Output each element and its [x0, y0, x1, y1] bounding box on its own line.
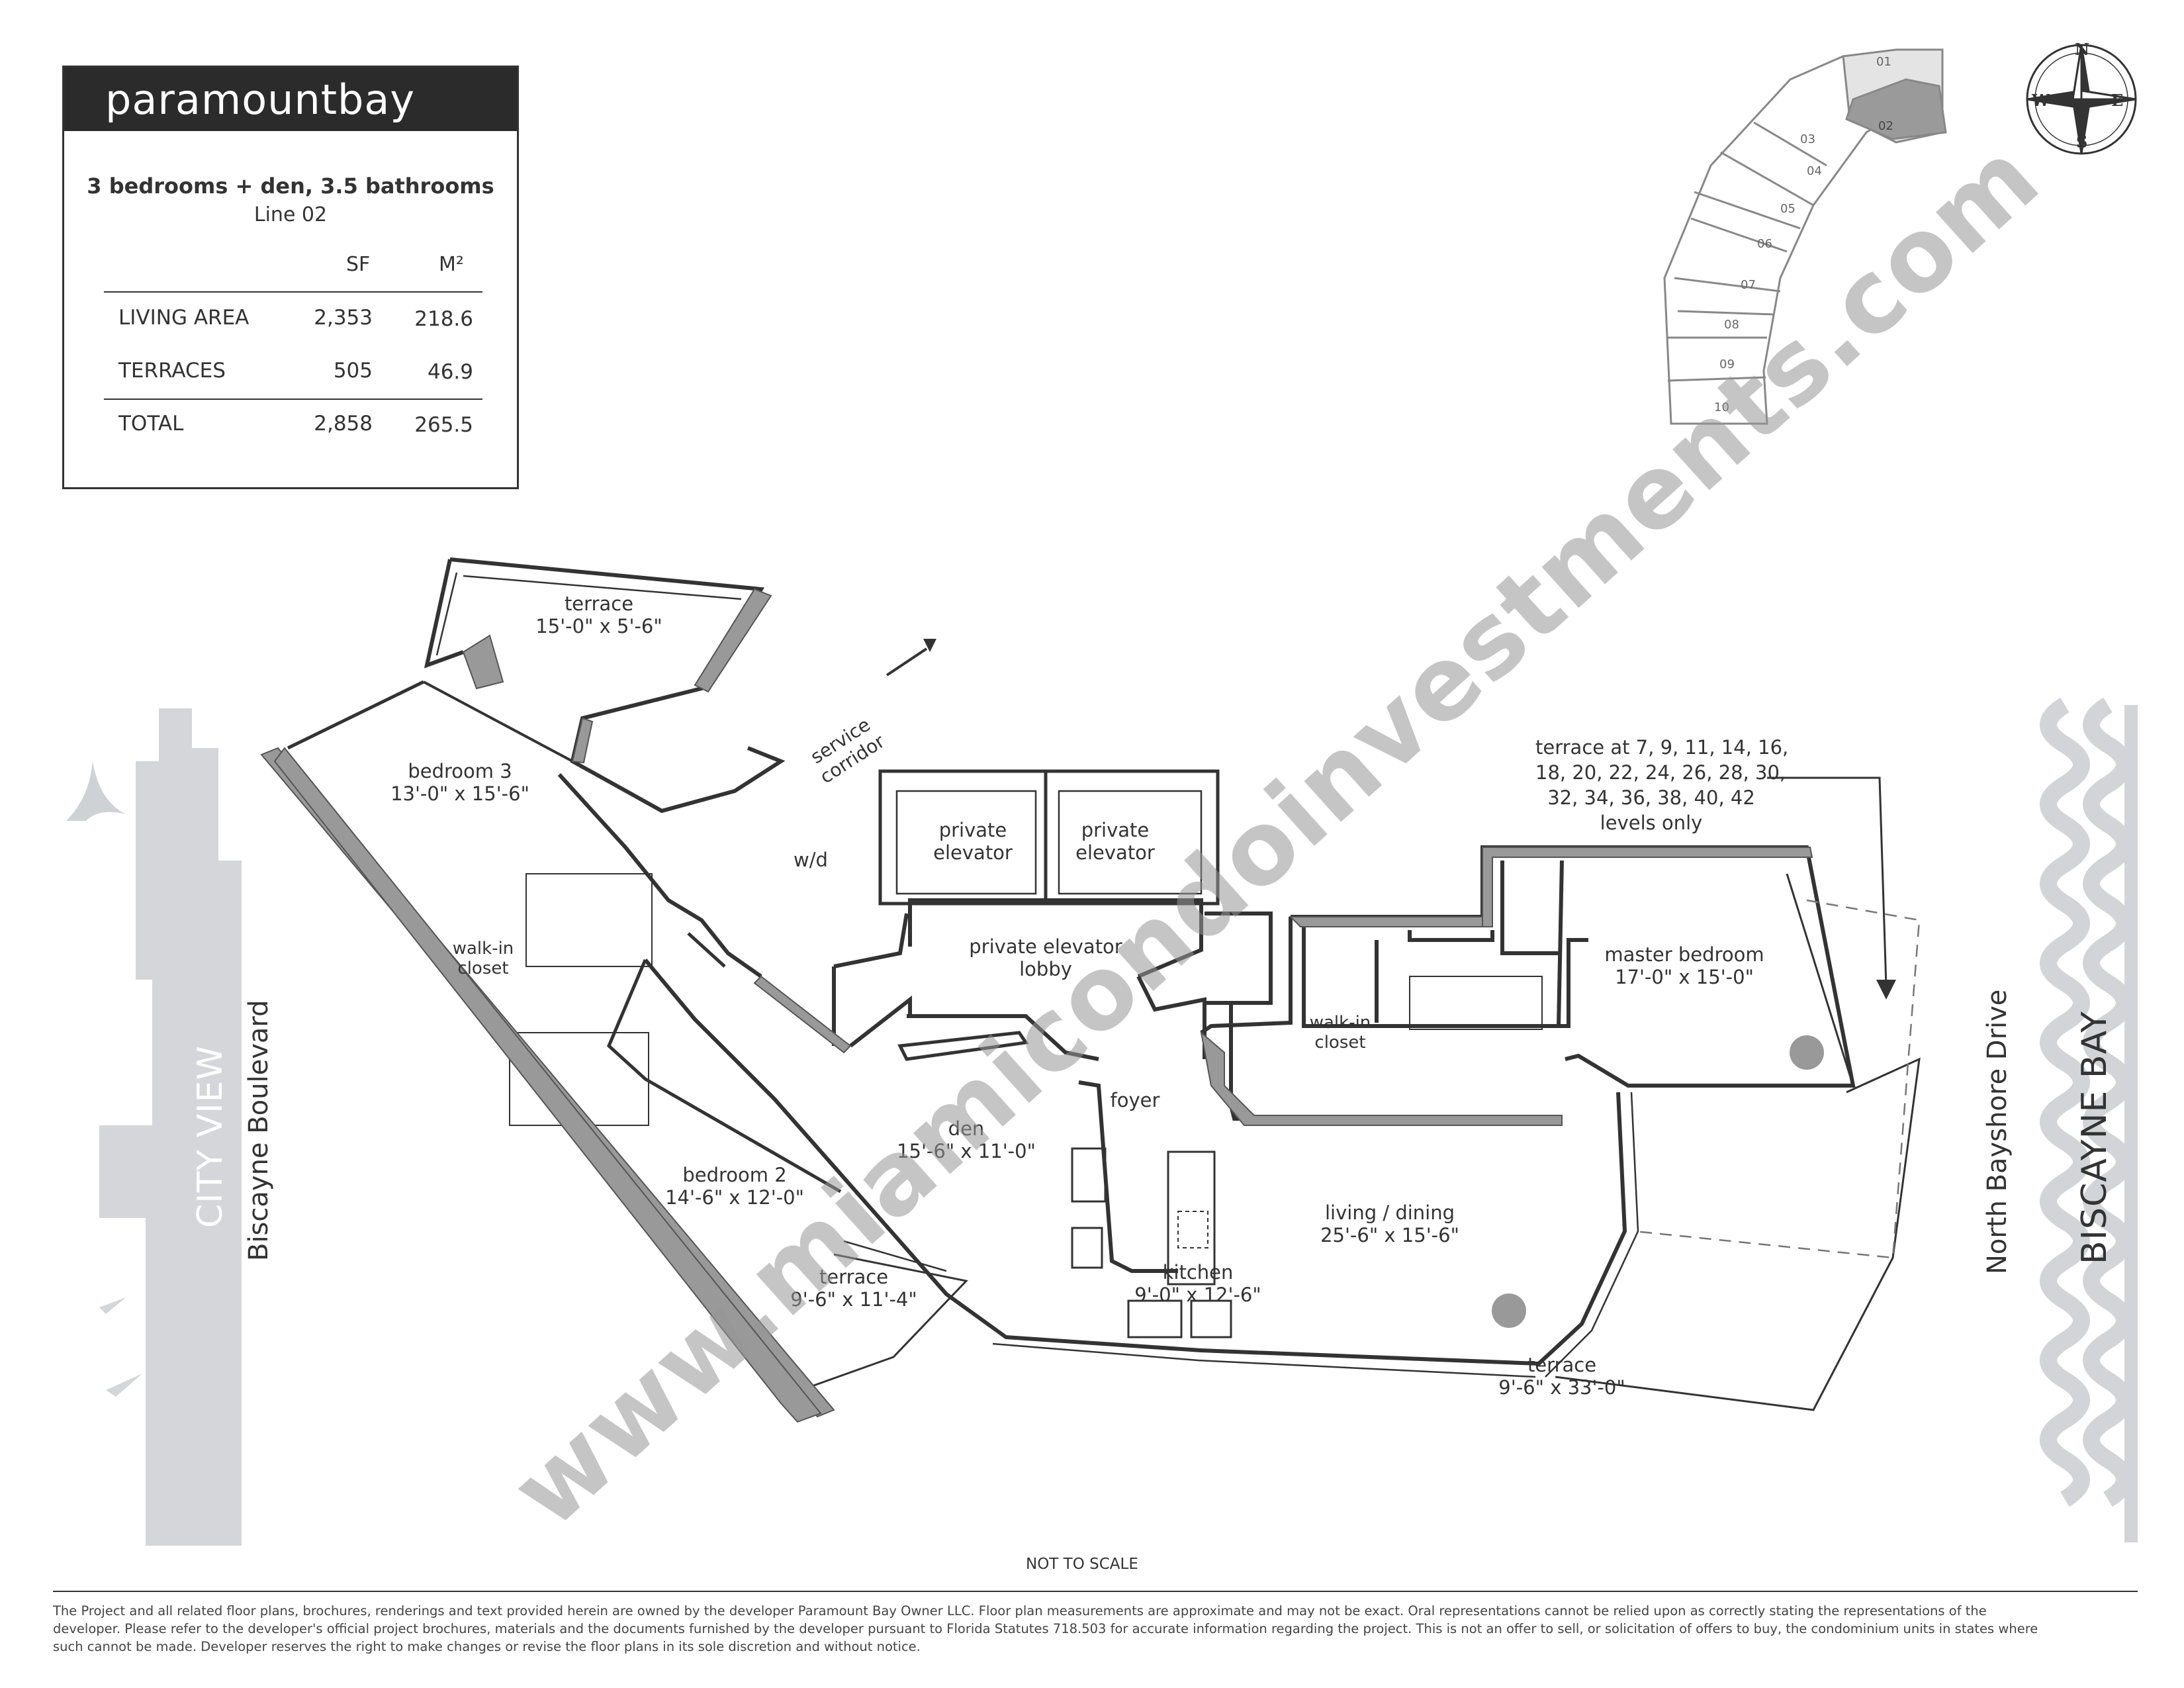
row-m2: 46.9	[427, 360, 473, 384]
bay-waves-fill	[2124, 705, 2138, 1542]
unit-info-box: paramountbay 3 bedrooms + den, 3.5 bathr…	[62, 66, 519, 489]
service-corridor-arrowhead	[923, 639, 936, 652]
column-header-m2: M²	[439, 253, 464, 276]
disclaimer-text: The Project and all related floor plans,…	[53, 1603, 2038, 1654]
label-washer-dryer: w/d	[794, 849, 828, 871]
compass-north: N	[2075, 40, 2089, 59]
row-sf: 2,858	[314, 412, 373, 436]
keyplan-unit-label: 04	[1807, 164, 1822, 178]
label-biscayne-bay: BISCAYNE BAY	[2075, 1011, 2115, 1264]
column-header-sf: SF	[346, 253, 371, 276]
terrace-levels-note: terrace at 7, 9, 11, 14, 16,18, 20, 22, …	[1535, 736, 1789, 834]
label-north-bayshore-drive: North Bayshore Drive	[1982, 989, 2013, 1274]
keyplan-unit-label: 08	[1724, 318, 1739, 332]
keyplan-unit-label: 09	[1719, 357, 1735, 371]
row-m2: 218.6	[414, 307, 473, 331]
table-divider	[104, 399, 482, 400]
keyplan-unit-label: 07	[1741, 278, 1756, 292]
compass-south: S	[2076, 132, 2088, 152]
table-divider	[104, 291, 482, 293]
keyplan-unit-label: 02	[1878, 119, 1893, 133]
bay-waves-graphic	[2040, 697, 2133, 1507]
city-skyline-graphic	[66, 708, 242, 1546]
room-label-foyer: foyer	[1110, 1089, 1160, 1111]
row-sf: 505	[333, 359, 373, 383]
compass-east: E	[2111, 91, 2124, 110]
floorplan-solid-walls	[260, 588, 1813, 1423]
keyplan-unit-label: 03	[1800, 132, 1815, 146]
compass-graphic	[2026, 44, 2137, 155]
keyplan-unit-label: 06	[1757, 237, 1772, 251]
unit-line: Line 02	[253, 203, 328, 226]
keyplan-graphic	[1663, 48, 1947, 425]
label-biscayne-boulevard: Biscayne Boulevard	[244, 1000, 274, 1261]
row-m2: 265.5	[414, 413, 473, 437]
footer-divider	[53, 1591, 2138, 1592]
row-label: TOTAL	[118, 412, 184, 436]
keyplan-unit-label: 01	[1876, 55, 1891, 69]
keyplan-unit-label: 05	[1780, 202, 1796, 216]
row-sf: 2,353	[314, 306, 373, 330]
service-corridor-arrow	[886, 647, 928, 677]
terrace-note-arrowhead	[1876, 980, 1896, 1000]
terrace-dashed-outline	[1634, 899, 1921, 1259]
row-label: TERRACES	[118, 359, 226, 383]
label-city-view: CITY VIEW	[191, 1045, 230, 1228]
row-label: LIVING AREA	[118, 306, 250, 330]
unit-title: 3 bedrooms + den, 3.5 bathrooms	[87, 173, 494, 199]
not-to-scale-note: NOT TO SCALE	[1026, 1556, 1138, 1573]
column-markers	[1492, 1035, 1824, 1328]
compass-west: W	[2032, 91, 2050, 110]
keyplan-unit-label: 10	[1714, 400, 1729, 414]
terrace-note-arrow	[1767, 776, 1888, 987]
brand-logo: paramountbay	[64, 68, 517, 131]
